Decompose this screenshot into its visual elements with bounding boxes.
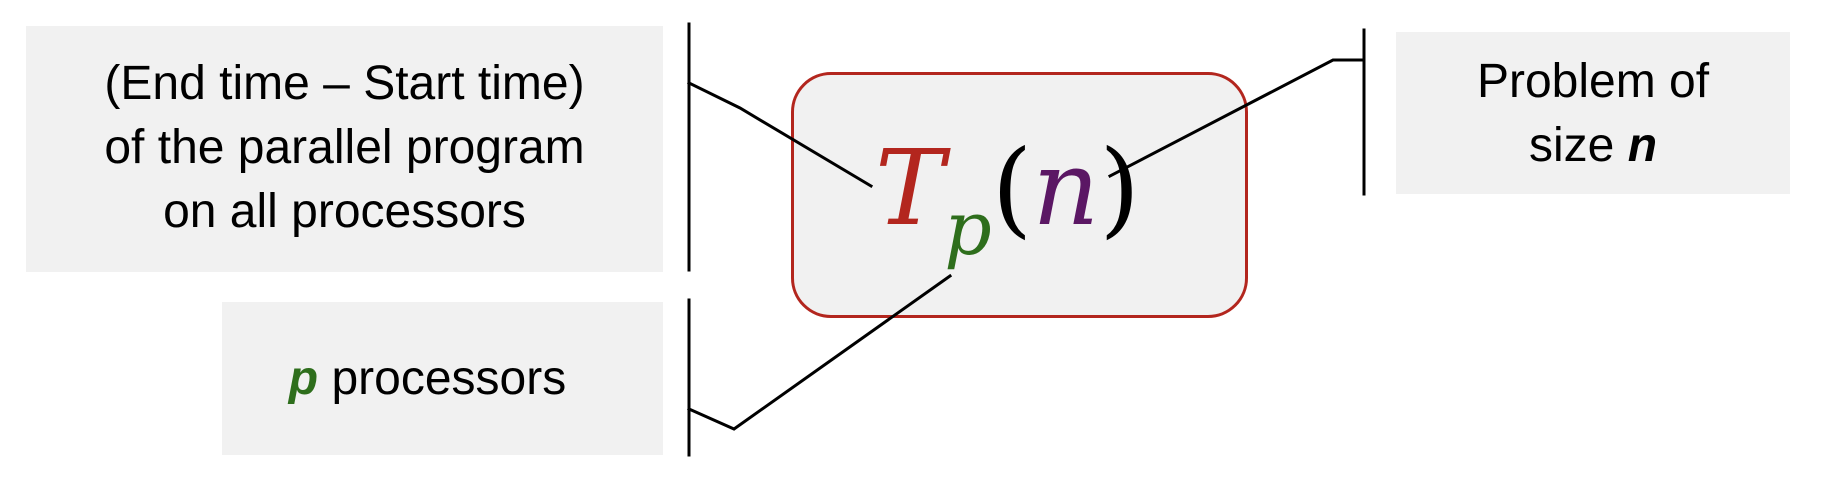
processors-word: processors [318, 351, 567, 405]
size-label-line-2: size n [1396, 114, 1790, 178]
processors-label-text: p processors [289, 347, 566, 411]
time-label-line-2: of the parallel program [104, 121, 585, 174]
size-label-line-1: Problem of [1476, 55, 1710, 108]
processors-var-p: p [288, 351, 319, 405]
size-label-prefix: size [1528, 119, 1628, 172]
formula-open-paren: ( [991, 127, 1033, 249]
formula-close-paren: ) [1099, 127, 1140, 249]
formula-symbol-t: T [875, 127, 945, 249]
processors-label: p processors [222, 302, 663, 455]
time-label-line-1: (End time – Start time) [104, 57, 585, 110]
time-label-line-3: on all processors [163, 185, 526, 238]
end-minus-start-time-label: (End time – Start time) of the parallel … [26, 26, 663, 272]
formula-tp-n: Tp(n) [875, 127, 1140, 272]
formula-subscript-p: p [944, 186, 992, 272]
formula-argument-n: n [1032, 127, 1100, 249]
problem-size-label: Problem of size n [1396, 32, 1790, 194]
size-var-n: n [1627, 119, 1658, 172]
